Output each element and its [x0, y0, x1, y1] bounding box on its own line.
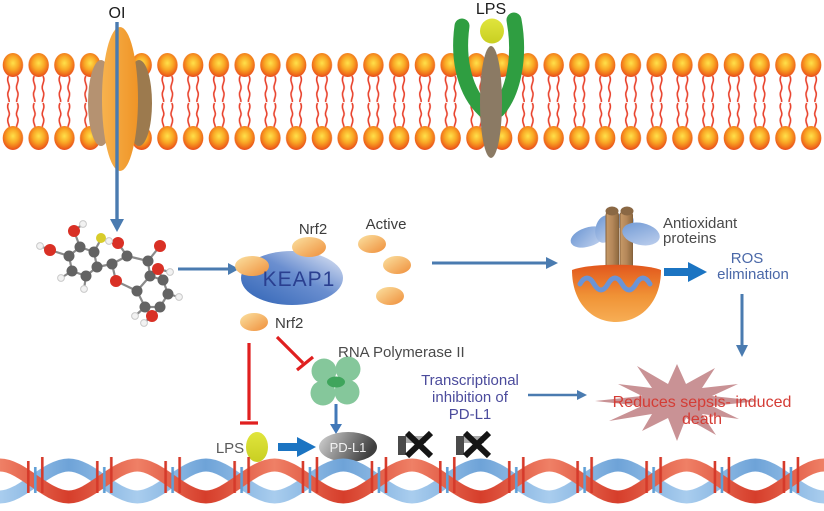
arrow-transcription-to-death [528, 390, 587, 400]
transcription-label-line1: Transcriptional [421, 372, 519, 389]
nrf2-released-label: Nrf2 [275, 315, 303, 332]
antioxidant-complex [570, 206, 661, 322]
oi-molecule [36, 220, 183, 327]
nrf2-bound-top [292, 237, 326, 257]
arrow-molecule-to-keap1 [178, 263, 239, 275]
inhibition-line-lps [240, 343, 258, 425]
arrow-nrf2-to-antioxidant [432, 257, 558, 269]
arrow-ros-to-death [736, 294, 748, 357]
rna-polymerase [310, 356, 361, 406]
lps-receptor-label: LPS [476, 1, 506, 18]
nrf2-released-ellipse [240, 313, 268, 331]
ros-label-line1: ROS [731, 250, 764, 267]
transcription-label-line3: PD-L1 [449, 406, 492, 423]
death-starburst [595, 364, 759, 441]
antioxidant-label-line2: proteins [663, 230, 716, 247]
lps-ligand-top [480, 18, 504, 44]
ros-label-line2: elimination [717, 266, 789, 283]
active-label: Active [366, 216, 407, 233]
inhibition-line-rnapol [275, 335, 315, 372]
mrna-squiggle [577, 275, 653, 293]
arrow-oi-entry [110, 22, 124, 232]
death-label-line1: Reduces sepsis- induced [613, 394, 792, 411]
nrf2-bound-left [235, 256, 269, 276]
lps-receptor [453, 12, 524, 158]
transcription-label-line2: inhibition of [432, 389, 509, 406]
rna-polymerase-label: RNA Polymerase II [338, 344, 465, 361]
active-nrf2-group [358, 235, 411, 305]
nrf2-bound-label: Nrf2 [299, 221, 327, 238]
arrow-rnapol-to-pdl1 [330, 404, 342, 434]
antioxidant-label-line1: Antioxidant [663, 215, 738, 232]
oi-channel [88, 27, 152, 171]
oi-label: OI [109, 5, 126, 22]
sulfur-atom [96, 233, 106, 243]
dna-helix [0, 451, 824, 511]
keap1-label: KEAP1 [263, 268, 336, 291]
arrow-antioxidant-to-ros [664, 262, 707, 282]
death-label-line2: death [682, 411, 722, 428]
